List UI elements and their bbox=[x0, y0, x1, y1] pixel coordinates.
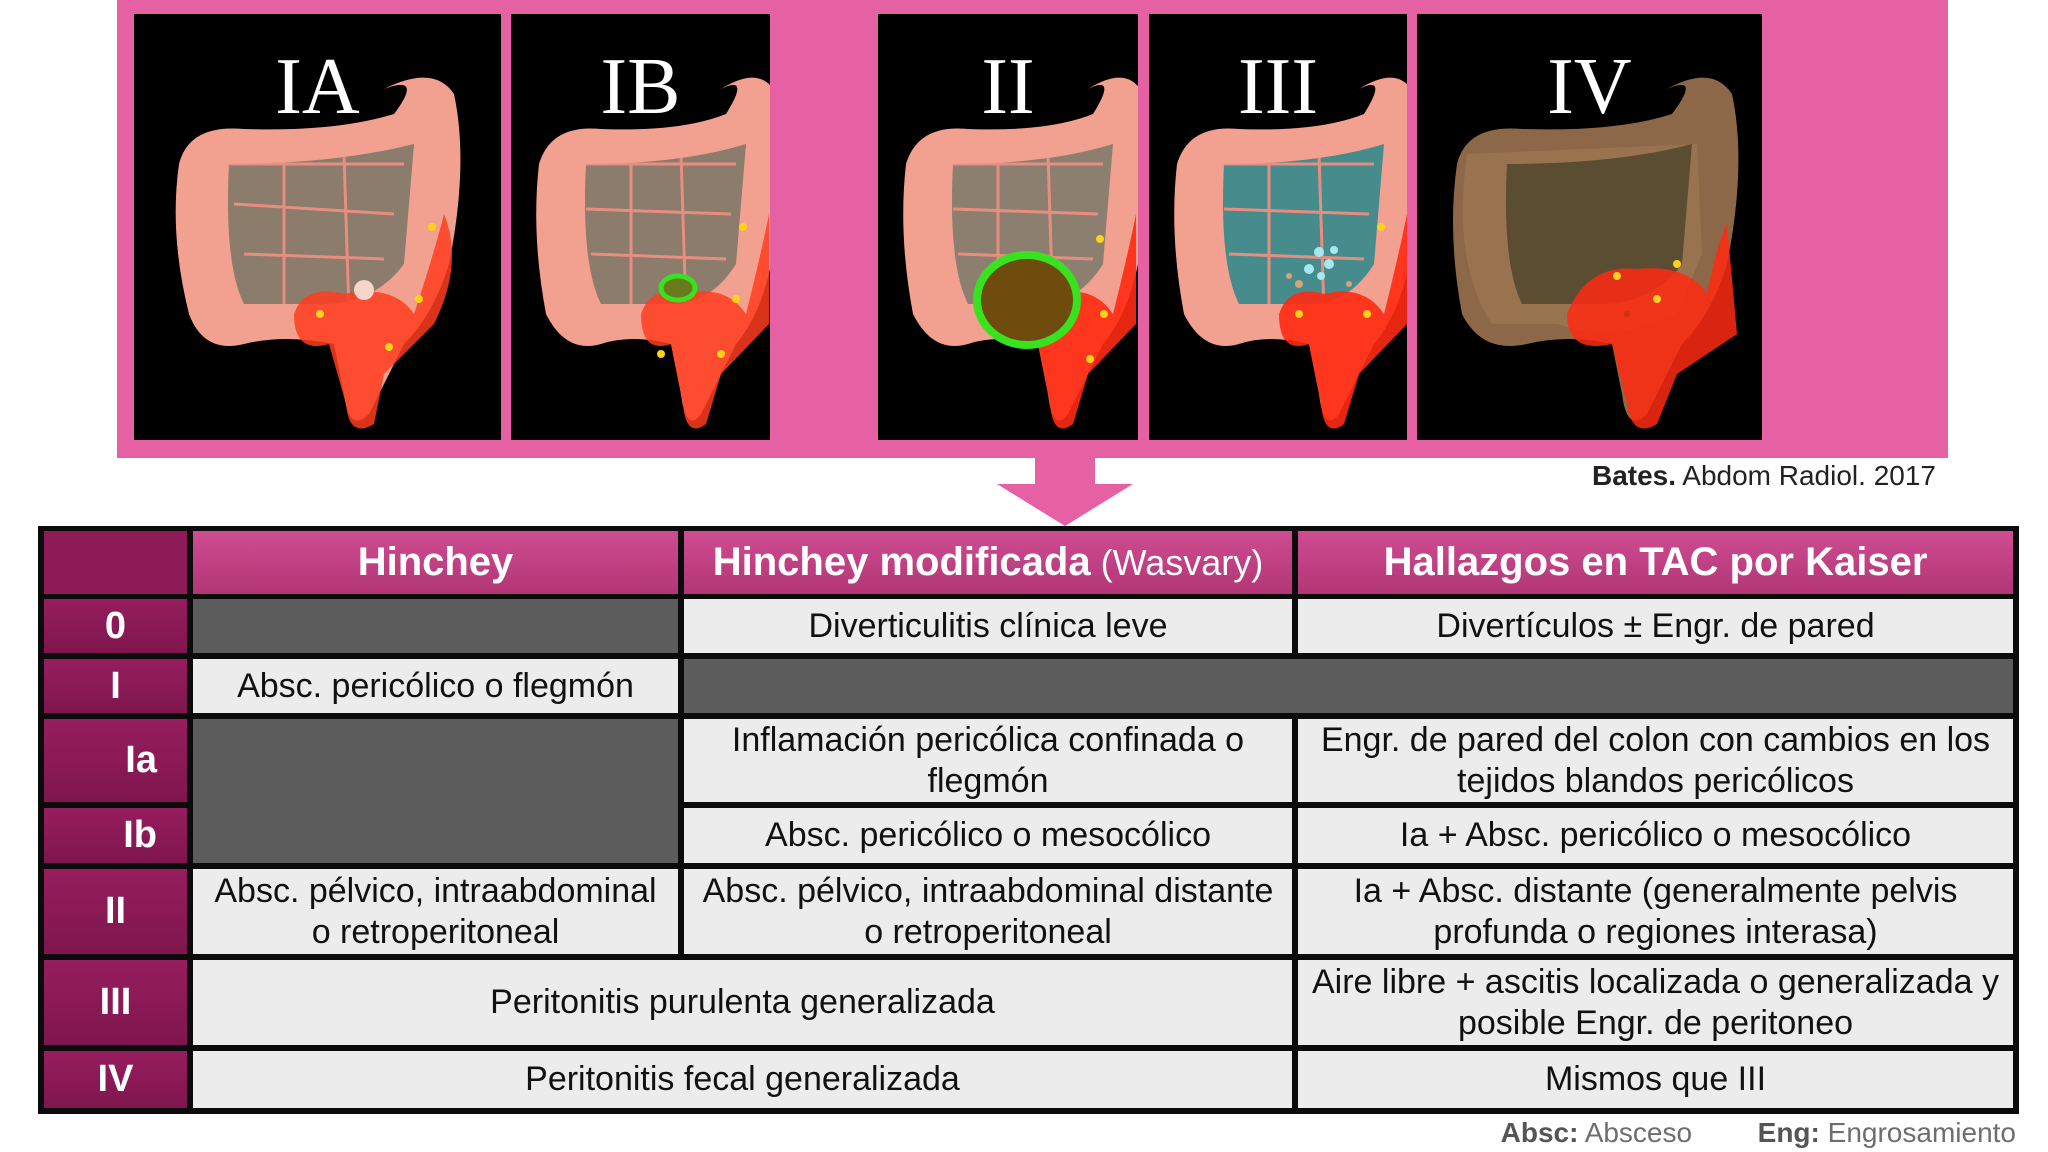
cell-r4-merged: Peritonitis fecal generalizada bbox=[193, 1051, 1292, 1108]
stage-label: III bbox=[1238, 43, 1318, 131]
row-label-4: IV bbox=[44, 1051, 187, 1108]
row-label-1b: Ib bbox=[44, 808, 187, 863]
cell-r1-hinchey: Absc. pericólico o flegmón bbox=[193, 659, 678, 713]
header-hinchey-modificada: Hinchey modificada (Wasvary) bbox=[684, 531, 1292, 594]
citation: Bates. Abdom Radiol. 2017 bbox=[1592, 458, 1936, 494]
header-modified-title: Hinchey modificada bbox=[712, 540, 1091, 584]
cell-r3-merged: Peritonitis purulenta generalizada bbox=[193, 960, 1292, 1045]
cell-r1b-kaiser: Ia + Absc. pericólico o mesocólico bbox=[1298, 808, 2013, 863]
cell-r1a-kaiser: Engr. de pared del colon con cambios en … bbox=[1298, 719, 2013, 802]
legend-absc-key: Absc: bbox=[1500, 1117, 1579, 1148]
stage-label: II bbox=[981, 43, 1035, 131]
cell-r0-modified: Diverticulitis clínica leve bbox=[684, 599, 1292, 653]
down-arrow-icon bbox=[997, 458, 1133, 526]
row-label-3: III bbox=[44, 960, 187, 1045]
citation-source: Abdom Radiol. 2017 bbox=[1682, 460, 1936, 491]
table-corner bbox=[44, 531, 187, 594]
legend-eng-value: Engrosamiento bbox=[1827, 1117, 2016, 1148]
header-modified-note: (Wasvary) bbox=[1100, 542, 1264, 583]
row-label-1: I bbox=[44, 659, 187, 713]
header-hinchey: Hinchey bbox=[193, 531, 678, 594]
row-label-2: II bbox=[44, 869, 187, 954]
cell-r4-kaiser: Mismos que III bbox=[1298, 1051, 2013, 1108]
row-label-0: 0 bbox=[44, 599, 187, 653]
cell-r2-kaiser: Ia + Absc. distante (generalmente pelvis… bbox=[1298, 869, 2013, 954]
row-label-1a: Ia bbox=[44, 719, 187, 802]
stage-label: IA bbox=[275, 43, 360, 131]
stage-illustration-panel: IA IB II bbox=[117, 0, 1948, 458]
cell-r3-kaiser: Aire libre + ascitis localizada o genera… bbox=[1298, 960, 2013, 1045]
cell-r0-kaiser: Divertículos ± Engr. de pared bbox=[1298, 599, 2013, 653]
legend-absc-value: Absceso bbox=[1584, 1117, 1693, 1148]
stage-ii-image: II bbox=[878, 14, 1138, 440]
empty-cell bbox=[684, 659, 2013, 713]
cell-r2-hinchey: Absc. pélvico, intraabdominal o retroper… bbox=[193, 869, 678, 954]
stage-iv-image: IV bbox=[1417, 14, 1762, 440]
cell-r1a-modified: Inflamación pericólica confinada o flegm… bbox=[684, 719, 1292, 802]
header-kaiser: Hallazgos en TAC por Kaiser bbox=[1298, 531, 2013, 594]
stage-label: IB bbox=[600, 43, 681, 131]
legend-eng-key: Eng: bbox=[1757, 1117, 1820, 1148]
empty-cell bbox=[193, 599, 678, 653]
stage-ib-image: IB bbox=[511, 14, 770, 440]
stage-label: IV bbox=[1547, 43, 1632, 131]
citation-author: Bates. bbox=[1591, 460, 1677, 491]
cell-r1b-modified: Absc. pericólico o mesocólico bbox=[684, 808, 1292, 863]
abbreviation-legend: Absc: Absceso Eng: Engrosamiento bbox=[1501, 1115, 2016, 1151]
cell-r2-modified: Absc. pélvico, intraabdominal distante o… bbox=[684, 869, 1292, 954]
stage-iii-image: III bbox=[1149, 14, 1407, 440]
stage-ia-image: IA bbox=[134, 14, 501, 440]
empty-cell bbox=[193, 719, 678, 863]
